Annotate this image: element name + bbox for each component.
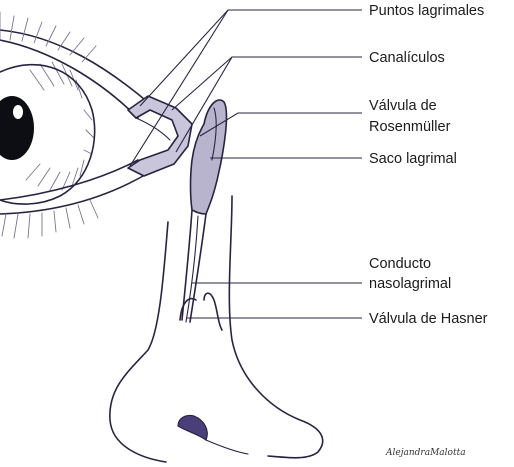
leader-canaliculos-2 bbox=[175, 56, 233, 153]
nose bbox=[109, 195, 324, 463]
iris bbox=[0, 63, 96, 205]
pupil-highlight bbox=[13, 105, 23, 119]
lower-eyelid bbox=[0, 159, 139, 201]
label-conducto-line2: nasolagrimal bbox=[369, 276, 451, 292]
nose-bridge-left bbox=[109, 221, 169, 463]
upper-eyelid bbox=[0, 39, 139, 119]
label-rosenmuller-line2: Rosenmüller bbox=[369, 119, 451, 135]
labels: Puntos lagrimales Canalículos Válvula de… bbox=[369, 3, 488, 327]
label-conducto-line1: Conducto bbox=[369, 256, 431, 272]
leader-puntos-lower bbox=[129, 9, 229, 167]
artist-signature: AlejandraMalotta bbox=[385, 448, 466, 458]
eye bbox=[0, 11, 151, 239]
lower-eyelid-rim bbox=[0, 171, 151, 215]
leader-rosenmuller bbox=[199, 112, 362, 137]
iris-shading bbox=[25, 61, 95, 191]
nose-bridge-right bbox=[228, 195, 324, 459]
label-canaliculos: Canalículos bbox=[369, 50, 445, 66]
pupil bbox=[0, 96, 34, 160]
leader-puntos-upper bbox=[139, 9, 362, 107]
alar-curve bbox=[205, 439, 249, 455]
hasner-flap bbox=[179, 297, 197, 321]
label-saco-lagrimal: Saco lagrimal bbox=[369, 151, 457, 167]
label-valvula-hasner: Válvula de Hasner bbox=[369, 311, 488, 327]
canaliculi-inner bbox=[135, 117, 171, 141]
sac-highlight bbox=[211, 107, 217, 161]
nasolacrimal-duct-right bbox=[189, 213, 207, 323]
nasolacrimal-duct-left bbox=[181, 209, 193, 321]
lacrimal-drainage bbox=[127, 95, 228, 323]
leader-lines bbox=[129, 9, 362, 319]
leader-canaliculos-1 bbox=[171, 56, 362, 111]
canaliculi bbox=[127, 95, 193, 177]
lacrimal-sac bbox=[189, 99, 228, 215]
label-rosenmuller-line1: Válvula de bbox=[369, 98, 437, 114]
nostril bbox=[177, 414, 208, 441]
nasal-cavity-wall bbox=[203, 292, 223, 331]
upper-eyelashes bbox=[0, 11, 97, 63]
lower-eyelashes bbox=[1, 199, 99, 239]
duct-inner-line bbox=[185, 215, 199, 323]
label-puntos-lagrimales: Puntos lagrimales bbox=[369, 3, 484, 19]
upper-eyelid-fold bbox=[0, 29, 151, 105]
